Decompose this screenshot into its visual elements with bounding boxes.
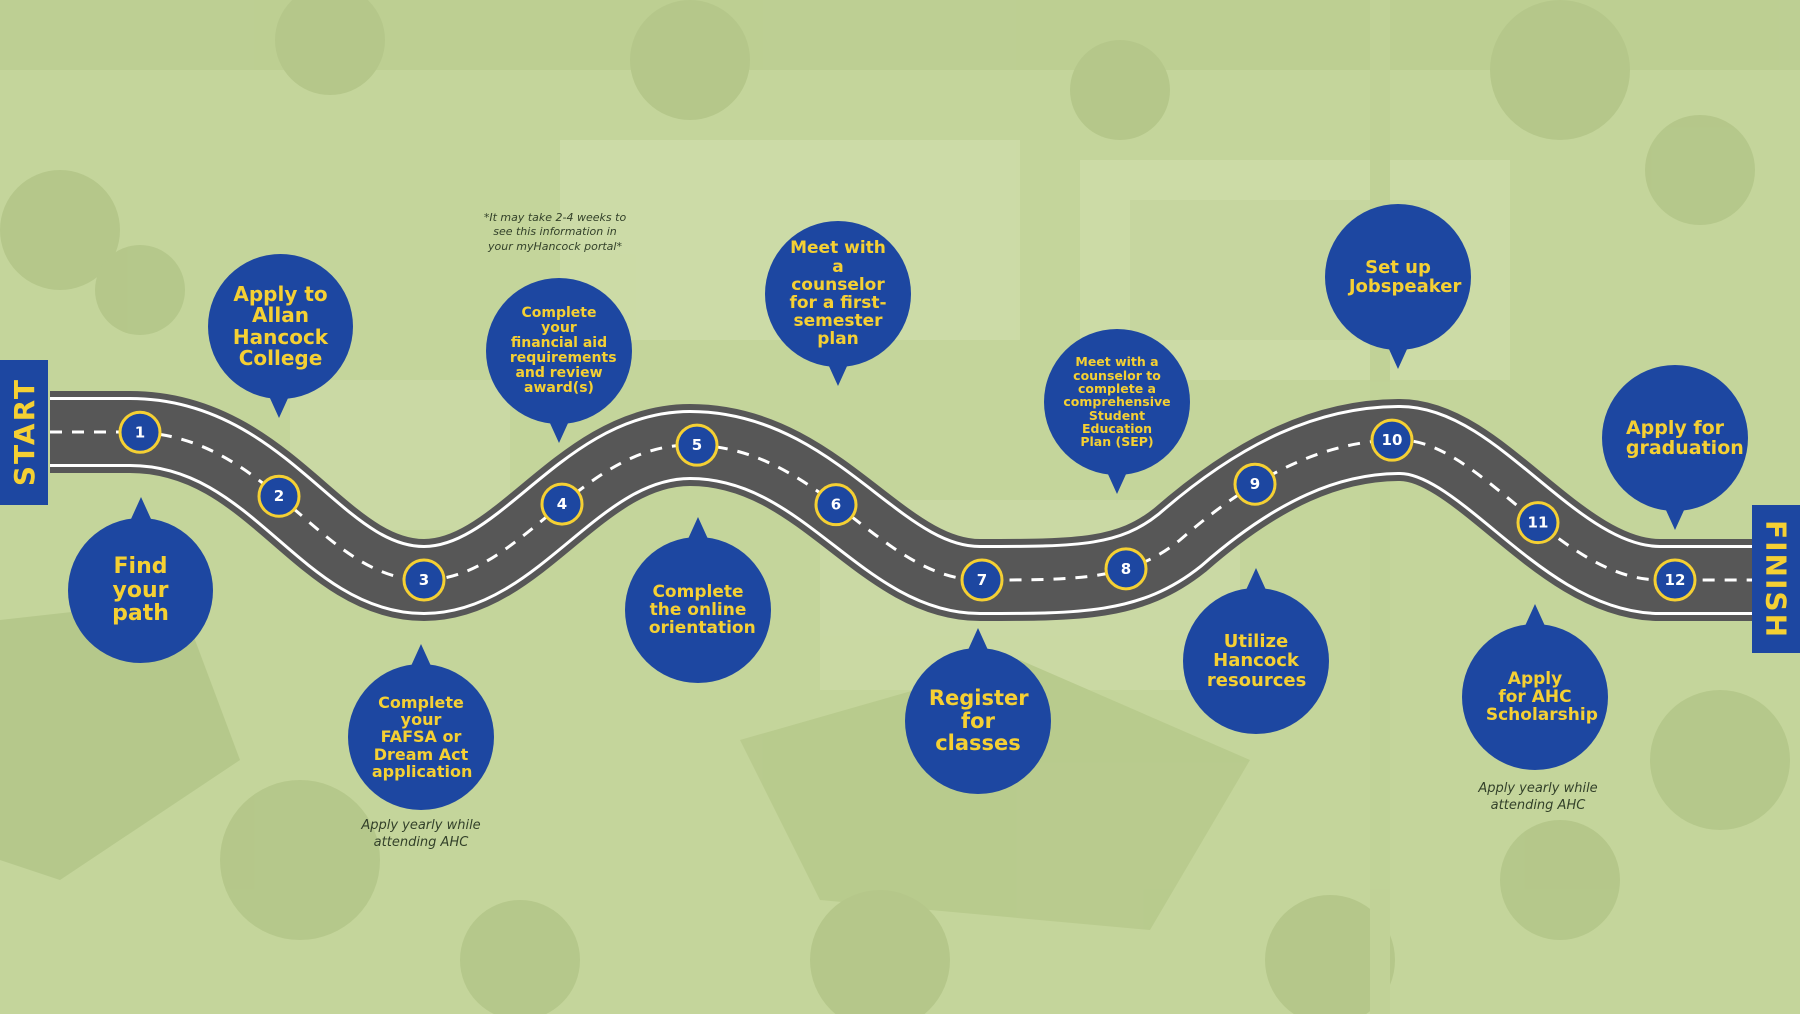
step-bubble-register-for-classes: Register for classes — [905, 648, 1051, 794]
step-text: Meet with a counselor for a first- semes… — [789, 238, 887, 350]
step-bubble-set-up-jobspeaker: Set up Jobspeaker — [1325, 204, 1471, 350]
bubble-tail — [828, 364, 848, 386]
step-bubble-apply-for-ahc-scholarship: Apply for AHC Scholarship — [1462, 624, 1608, 770]
step-text: Complete your financial aid requirements… — [509, 305, 617, 396]
step-marker-number: 3 — [419, 571, 429, 589]
fafsa-yearly-note: Apply yearly while attending AHC — [361, 818, 481, 850]
step-text: Apply to Allan Hancock College — [232, 281, 329, 370]
scholarship-yearly-note: Apply yearly while attending AHC — [1478, 781, 1598, 813]
start-label: START — [0, 360, 48, 505]
step-marker-circle — [257, 474, 301, 518]
bubble-tail — [1107, 472, 1127, 494]
bubble-tail — [1525, 604, 1545, 626]
step-marker-circle — [118, 410, 162, 454]
bubble-tail — [968, 628, 988, 650]
step-bubble-meet-counselor-first-semester: Meet with a counselor for a first- semes… — [765, 221, 911, 367]
step-text: Apply for AHC Scholarship — [1485, 668, 1598, 726]
step-bubble-apply-for-graduation: Apply for graduation — [1602, 365, 1748, 511]
start-text: START — [7, 378, 41, 487]
step-marker-circle — [814, 483, 858, 527]
step-marker-number: 2 — [274, 487, 284, 505]
step-marker-number: 1 — [135, 423, 145, 441]
step-marker-circle — [540, 482, 584, 526]
step-marker-circle — [960, 558, 1004, 602]
finish-label: FINISH — [1752, 505, 1800, 653]
step-text: Set up Jobspeaker — [1348, 256, 1462, 297]
bubble-tail — [1388, 347, 1408, 369]
step-marker-number: 4 — [557, 495, 567, 513]
road-center-dashes — [50, 430, 1755, 582]
step-marker-number: 12 — [1665, 571, 1686, 589]
step-marker-8: 8 — [1104, 547, 1148, 591]
step-marker-circle — [1653, 558, 1697, 602]
bubble-tail — [1246, 568, 1266, 590]
portal-note: *It may take 2-4 weeks to see this infor… — [483, 211, 627, 253]
step-bubble-complete-online-orientation: Complete the online orientation — [625, 537, 771, 683]
step-text: Apply for graduation — [1625, 416, 1744, 459]
step-marker-circle — [402, 558, 446, 602]
step-marker-12: 12 — [1653, 558, 1697, 602]
step-text: Complete the online orientation — [648, 581, 756, 639]
step-text: Utilize Hancock resources — [1206, 631, 1307, 691]
step-marker-number: 9 — [1250, 475, 1260, 493]
step-text: Meet with a counselor to complete a comp… — [1063, 354, 1171, 450]
bubble-tail — [411, 644, 431, 666]
bubble-tail — [1665, 508, 1685, 530]
step-marker-number: 5 — [692, 436, 702, 454]
step-marker-circle — [1233, 462, 1277, 506]
step-marker-7: 7 — [960, 558, 1004, 602]
bubble-tail — [688, 517, 708, 539]
step-bubble-complete-fafsa-or-dream-act: Complete your FAFSA or Dream Act applica… — [348, 664, 494, 810]
step-marker-circle — [675, 423, 719, 467]
step-marker-number: 11 — [1528, 514, 1549, 532]
step-marker-2: 2 — [257, 474, 301, 518]
step-text: Find your path — [112, 554, 169, 627]
step-marker-number: 10 — [1382, 431, 1403, 449]
step-marker-3: 3 — [402, 558, 446, 602]
step-marker-circle — [1370, 418, 1414, 462]
step-marker-circle — [1104, 547, 1148, 591]
step-marker-circle — [1516, 501, 1560, 545]
step-bubble-find-your-path: Find your path — [68, 518, 213, 663]
bubble-tail — [269, 396, 289, 418]
step-marker-1: 1 — [118, 410, 162, 454]
bubble-tail — [549, 421, 569, 443]
step-marker-9: 9 — [1233, 462, 1277, 506]
step-marker-number: 8 — [1121, 560, 1131, 578]
finish-text: FINISH — [1759, 519, 1793, 639]
step-marker-11: 11 — [1516, 501, 1560, 545]
step-text: Complete your FAFSA or Dream Act applica… — [371, 693, 473, 781]
step-marker-6: 6 — [814, 483, 858, 527]
step-marker-number: 6 — [831, 496, 841, 514]
step-bubble-apply-to-allan-hancock-college: Apply to Allan Hancock College — [208, 254, 353, 399]
step-marker-4: 4 — [540, 482, 584, 526]
step-marker-10: 10 — [1370, 418, 1414, 462]
step-marker-number: 7 — [977, 571, 987, 589]
step-marker-5: 5 — [675, 423, 719, 467]
step-bubble-complete-financial-aid-requirements: Complete your financial aid requirements… — [486, 278, 632, 424]
step-text: Register for classes — [928, 686, 1029, 756]
bubble-tail — [131, 497, 151, 519]
step-bubble-utilize-hancock-resources: Utilize Hancock resources — [1183, 588, 1329, 734]
step-bubble-meet-counselor-sep: Meet with a counselor to complete a comp… — [1044, 329, 1190, 475]
